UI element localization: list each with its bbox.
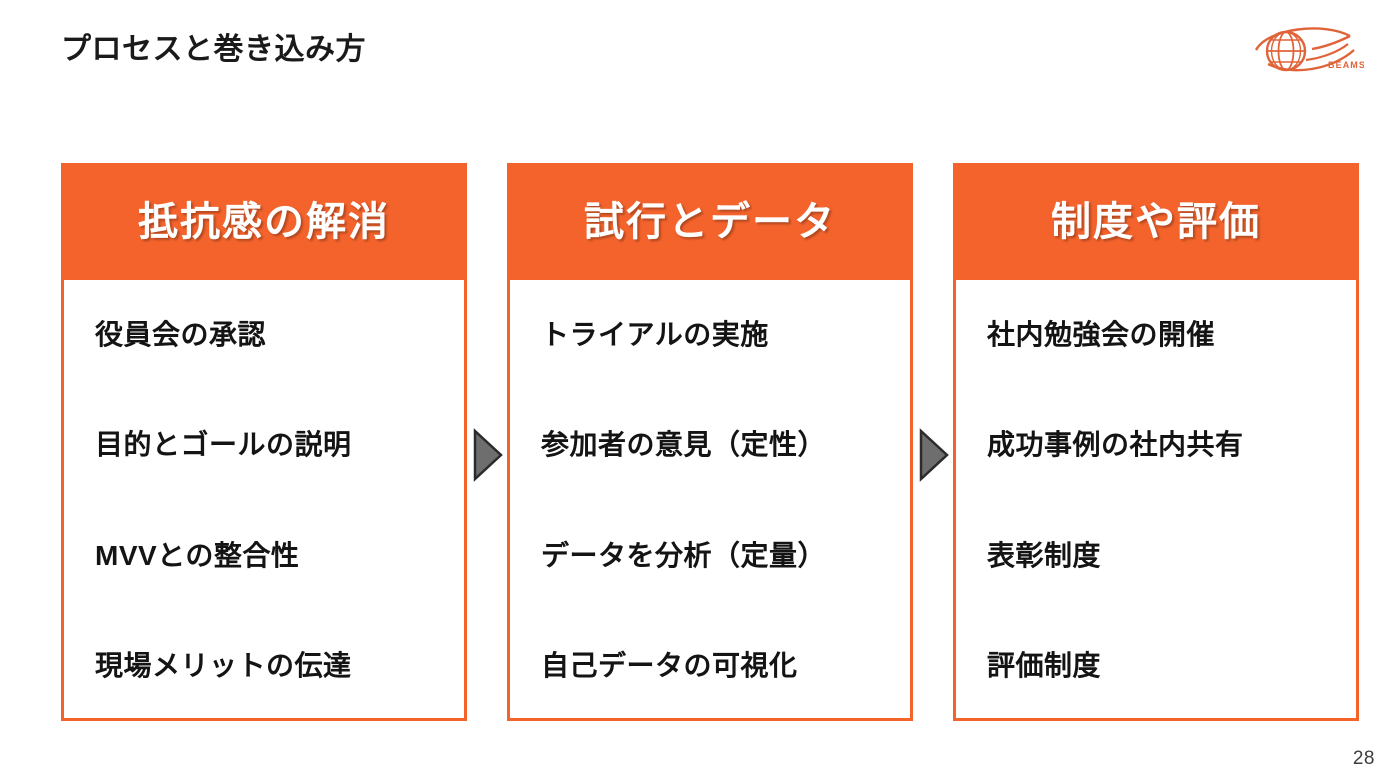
process-column-3: 制度や評価 社内勉強会の開催 成功事例の社内共有 表彰制度 評価制度 <box>953 163 1359 721</box>
list-item: 社内勉強会の開催 <box>987 319 1216 350</box>
list-item: 自己データの可視化 <box>541 650 798 682</box>
process-column-3-header: 制度や評価 <box>953 163 1359 280</box>
process-column-2: 試行とデータ トライアルの実施 参加者の意見（定性） データを分析（定量） 自己… <box>507 163 913 721</box>
process-column-2-header: 試行とデータ <box>507 163 913 280</box>
process-columns: 抵抗感の解消 役員会の承認 目的とゴールの説明 MVVとの整合性 現場メリットの… <box>61 163 1360 721</box>
process-column-2-header-label: 試行とデータ <box>584 199 836 244</box>
process-column-1-header-label: 抵抗感の解消 <box>138 199 390 244</box>
process-column-1-body: 役員会の承認 目的とゴールの説明 MVVとの整合性 現場メリットの伝達 <box>61 280 467 721</box>
page-title: プロセスと巻き込み方 <box>61 33 366 66</box>
list-item: データを分析（定量） <box>541 539 827 571</box>
process-column-2-body: トライアルの実施 参加者の意見（定性） データを分析（定量） 自己データの可視化 <box>507 280 913 721</box>
beams-logo: BEAMS <box>1246 20 1364 82</box>
arrow-right-icon <box>472 428 504 482</box>
list-item: 評価制度 <box>987 650 1102 682</box>
arrow-right-icon <box>918 428 950 482</box>
list-item: MVVとの整合性 <box>95 539 300 571</box>
page-number: 28 <box>1352 748 1375 769</box>
process-column-3-body: 社内勉強会の開催 成功事例の社内共有 表彰制度 評価制度 <box>953 280 1359 721</box>
list-item: 役員会の承認 <box>95 319 267 350</box>
list-item: トライアルの実施 <box>541 319 769 350</box>
process-column-1: 抵抗感の解消 役員会の承認 目的とゴールの説明 MVVとの整合性 現場メリットの… <box>61 163 467 721</box>
globe-swoosh-icon <box>1254 27 1355 72</box>
process-column-1-header: 抵抗感の解消 <box>61 163 467 280</box>
list-item: 目的とゴールの説明 <box>95 429 352 461</box>
process-column-3-header-label: 制度や評価 <box>1051 199 1261 244</box>
list-item: 成功事例の社内共有 <box>987 429 1244 461</box>
list-item: 表彰制度 <box>987 539 1102 571</box>
list-item: 参加者の意見（定性） <box>541 429 827 461</box>
logo-wordmark: BEAMS <box>1328 60 1364 70</box>
list-item: 現場メリットの伝達 <box>95 650 352 682</box>
